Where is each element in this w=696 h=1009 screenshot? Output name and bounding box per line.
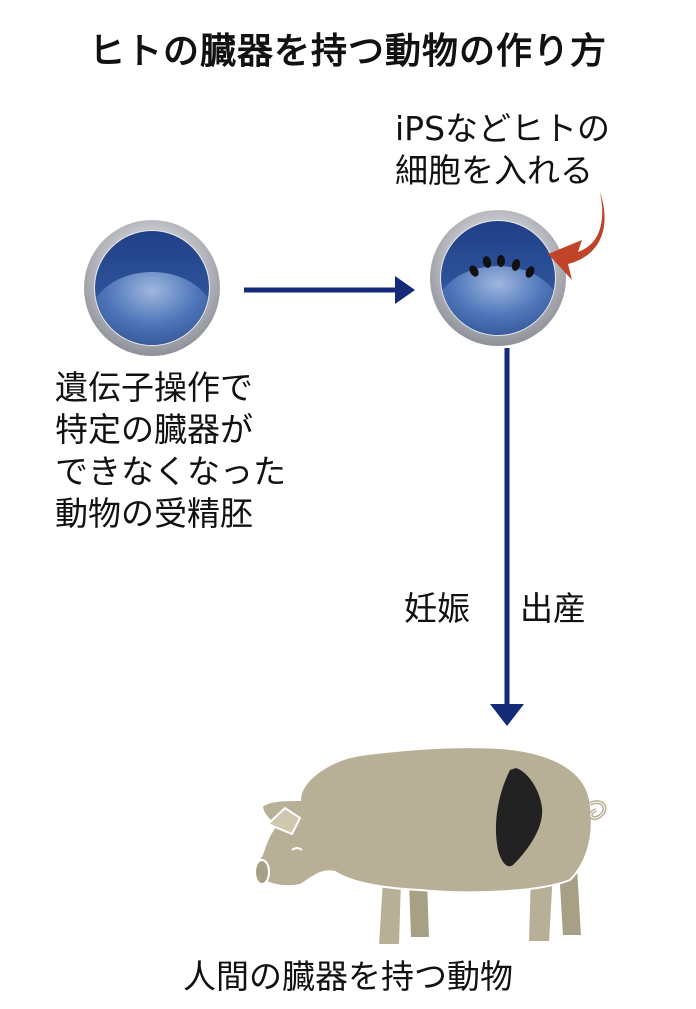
result-label: 人間の臓器を持つ動物 — [183, 957, 513, 996]
embryo-icon — [84, 220, 220, 356]
embryo-description-line: 遺伝子操作で — [55, 368, 253, 407]
pig-icon — [254, 746, 607, 946]
step-birth-label: 出産 — [520, 589, 586, 628]
ips-note: iPSなどヒトの 細胞を入れる — [395, 108, 610, 192]
ips-note-line: iPSなどヒトの — [395, 109, 611, 148]
process-arrow-down — [490, 348, 524, 726]
ips-cells — [469, 255, 535, 278]
process-arrow-right — [244, 276, 415, 304]
embryo-with-cells-icon — [430, 210, 566, 346]
step-pregnancy-label: 妊娠 — [404, 589, 470, 628]
embryo-description-line: 動物の受精胚 — [55, 494, 253, 533]
embryo-description-line: 特定の臓器が — [55, 410, 253, 449]
insert-cells-arrow — [548, 192, 605, 280]
ips-note-line: 細胞を入れる — [395, 151, 593, 190]
page-title: ヒトの臓器を持つ動物の作り方 — [88, 31, 607, 72]
embryo-description: 遺伝子操作で 特定の臓器が できなくなった 動物の受精胚 — [55, 367, 286, 535]
embryo-description-line: できなくなった — [55, 452, 286, 491]
human-organ-icon — [495, 768, 543, 867]
